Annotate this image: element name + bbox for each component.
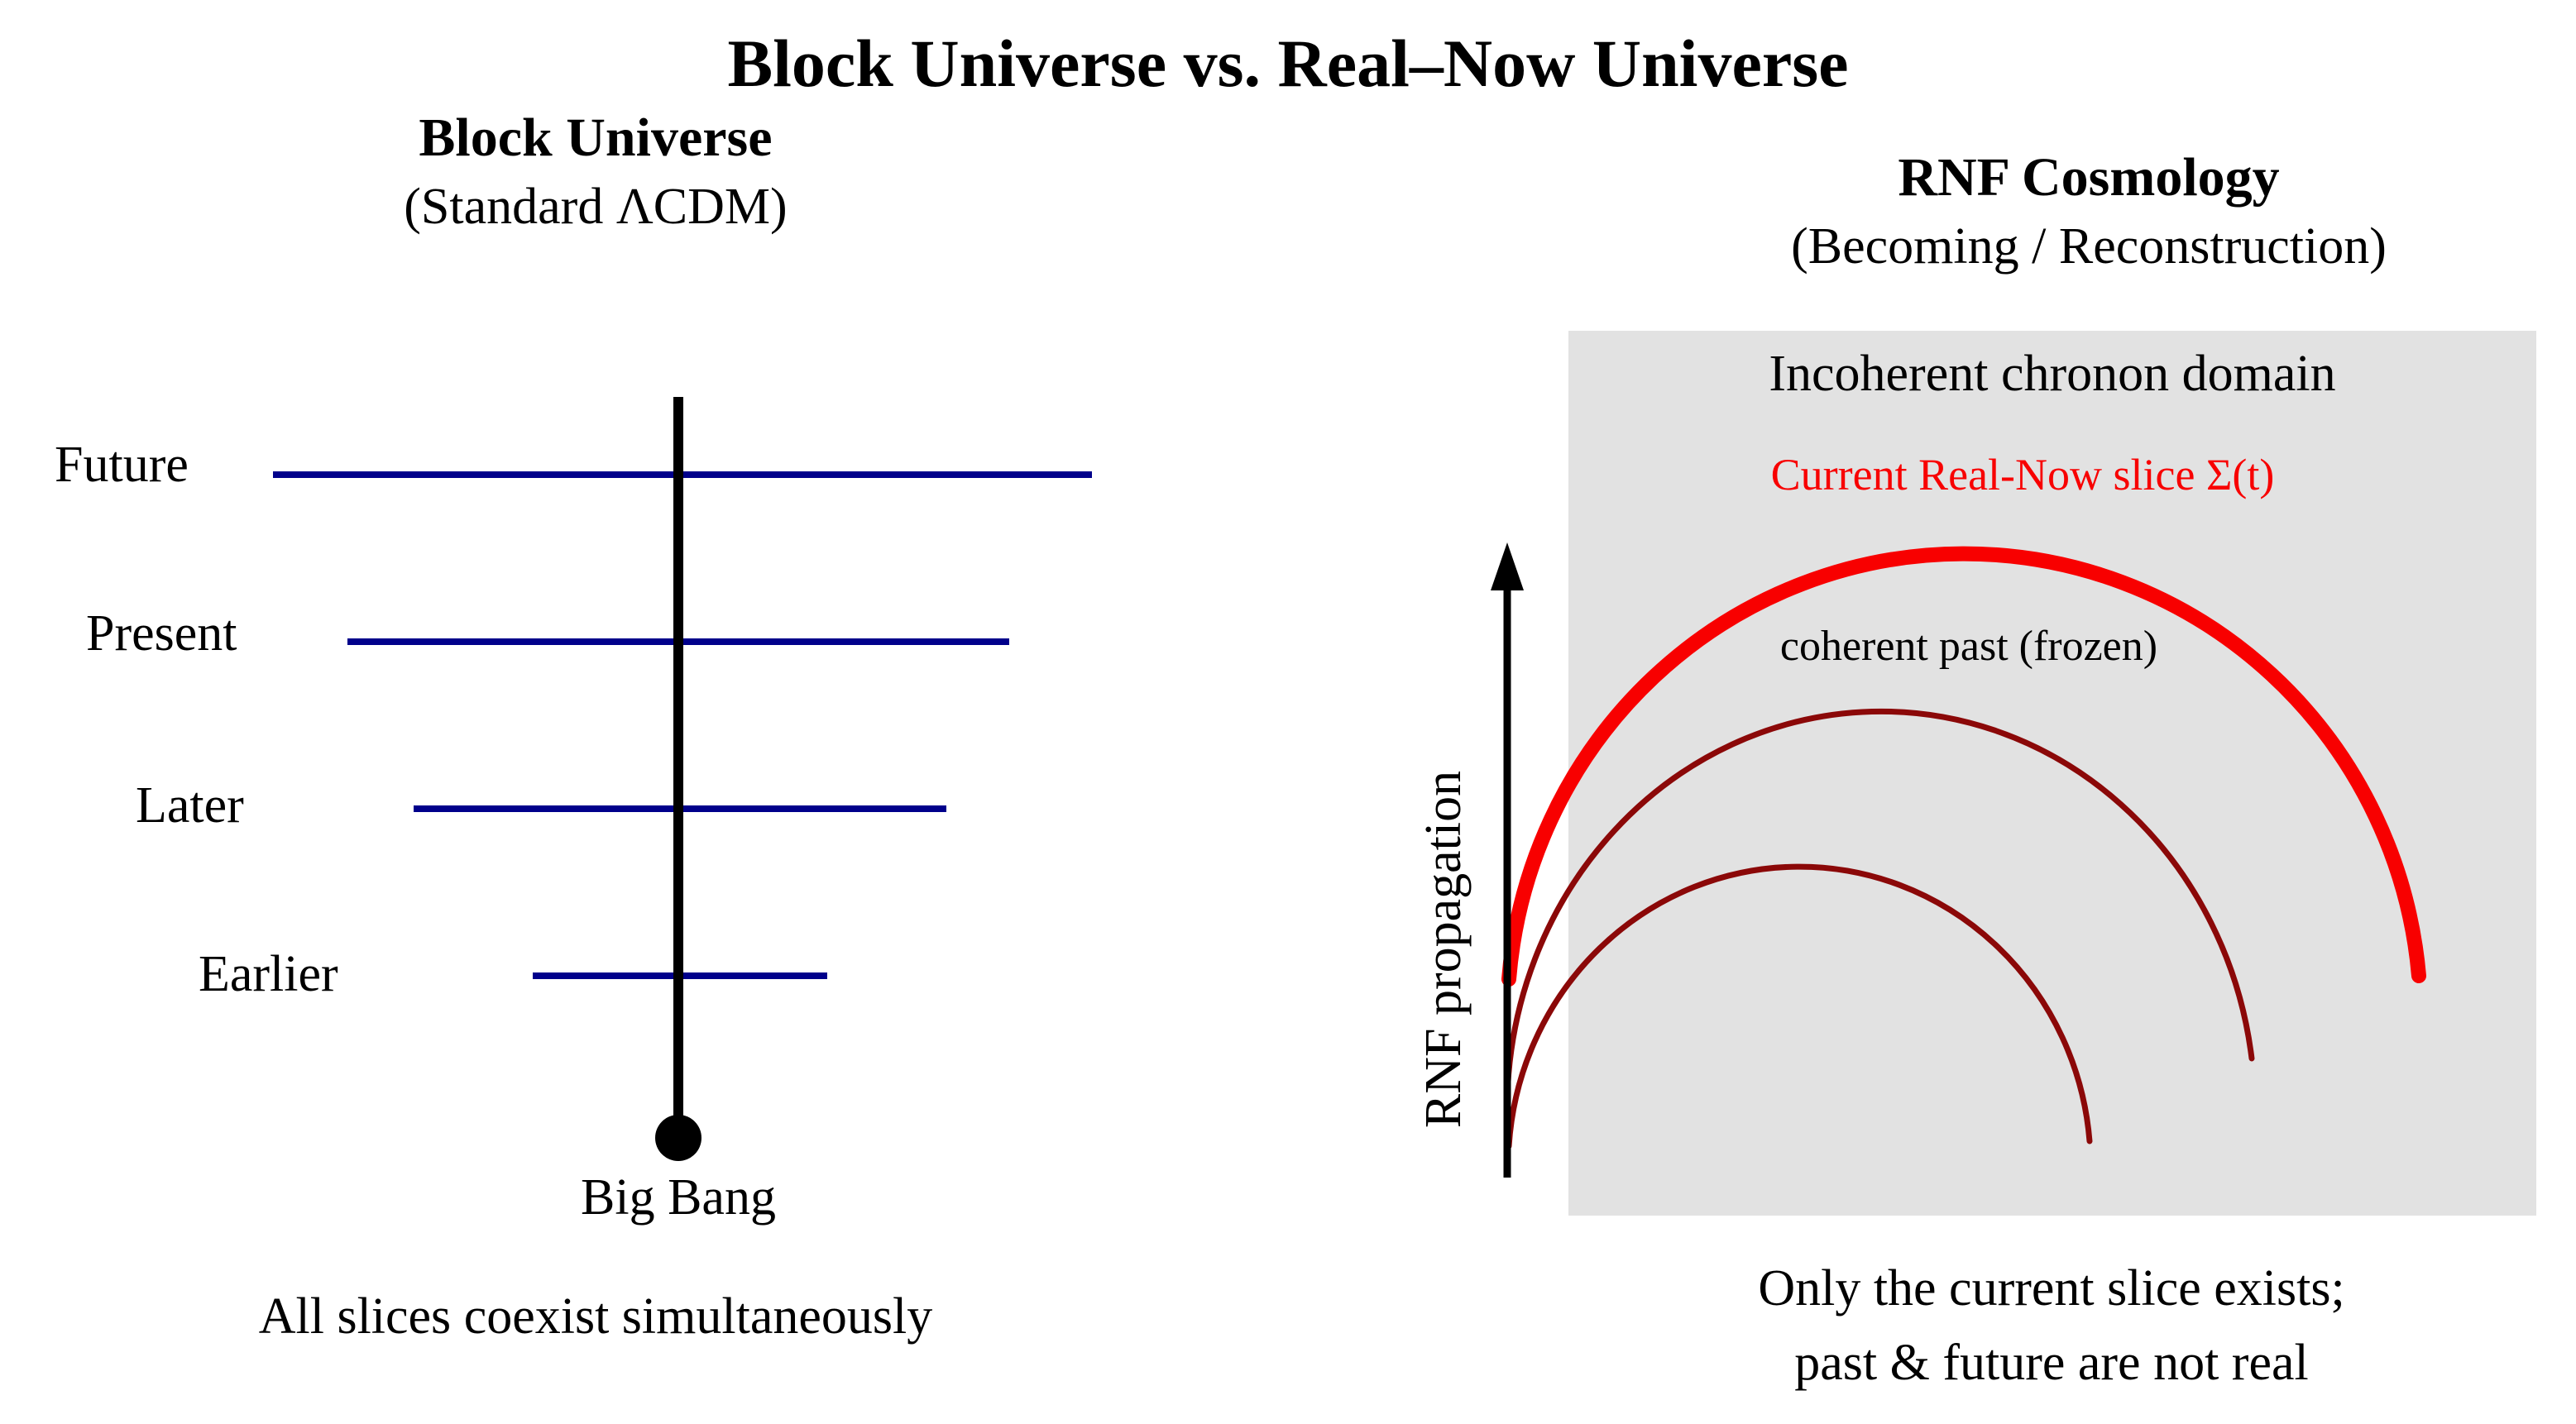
slice-label-earlier: Earlier <box>199 944 338 1002</box>
left-panel-caption: All slices coexist simultaneously <box>258 1287 933 1345</box>
current-slice-label: Current Real-Now slice Σ(t) <box>1770 450 2275 499</box>
rnf-propagation-label: RNF propagation <box>1414 770 1472 1129</box>
right-panel-caption: Only the current slice exists; past & fu… <box>1580 1250 2523 1399</box>
big-bang-dot <box>655 1115 701 1161</box>
slice-label-later: Later <box>136 776 244 834</box>
big-bang-label: Big Bang <box>581 1168 776 1226</box>
coherent-past-label: coherent past (frozen) <box>1779 622 2158 670</box>
worldline <box>673 397 683 1141</box>
slice-label-present: Present <box>86 604 237 662</box>
right-caption-line2: past & future are not real <box>1794 1333 2309 1391</box>
left-panel-subtitle: (Standard ΛCDM) <box>404 177 788 235</box>
right-panel-title: RNF Cosmology <box>1898 149 2280 208</box>
figure-title: Block Universe vs. Real–Now Universe <box>727 25 1849 101</box>
left-panel-heading: Block Universe (Standard ΛCDM) <box>182 109 1009 237</box>
right-panel-subtitle: (Becoming / Reconstruction) <box>1791 217 2387 275</box>
rnf-propagation-arrowhead <box>1491 542 1524 590</box>
incoherent-domain-label: Incoherent chronon domain <box>1769 344 2336 402</box>
left-panel-title: Block Universe <box>419 109 773 169</box>
right-panel-heading: RNF Cosmology (Becoming / Reconstruction… <box>1638 149 2540 276</box>
slice-label-future: Future <box>55 435 189 493</box>
right-caption-line1: Only the current slice exists; <box>1758 1259 2345 1316</box>
